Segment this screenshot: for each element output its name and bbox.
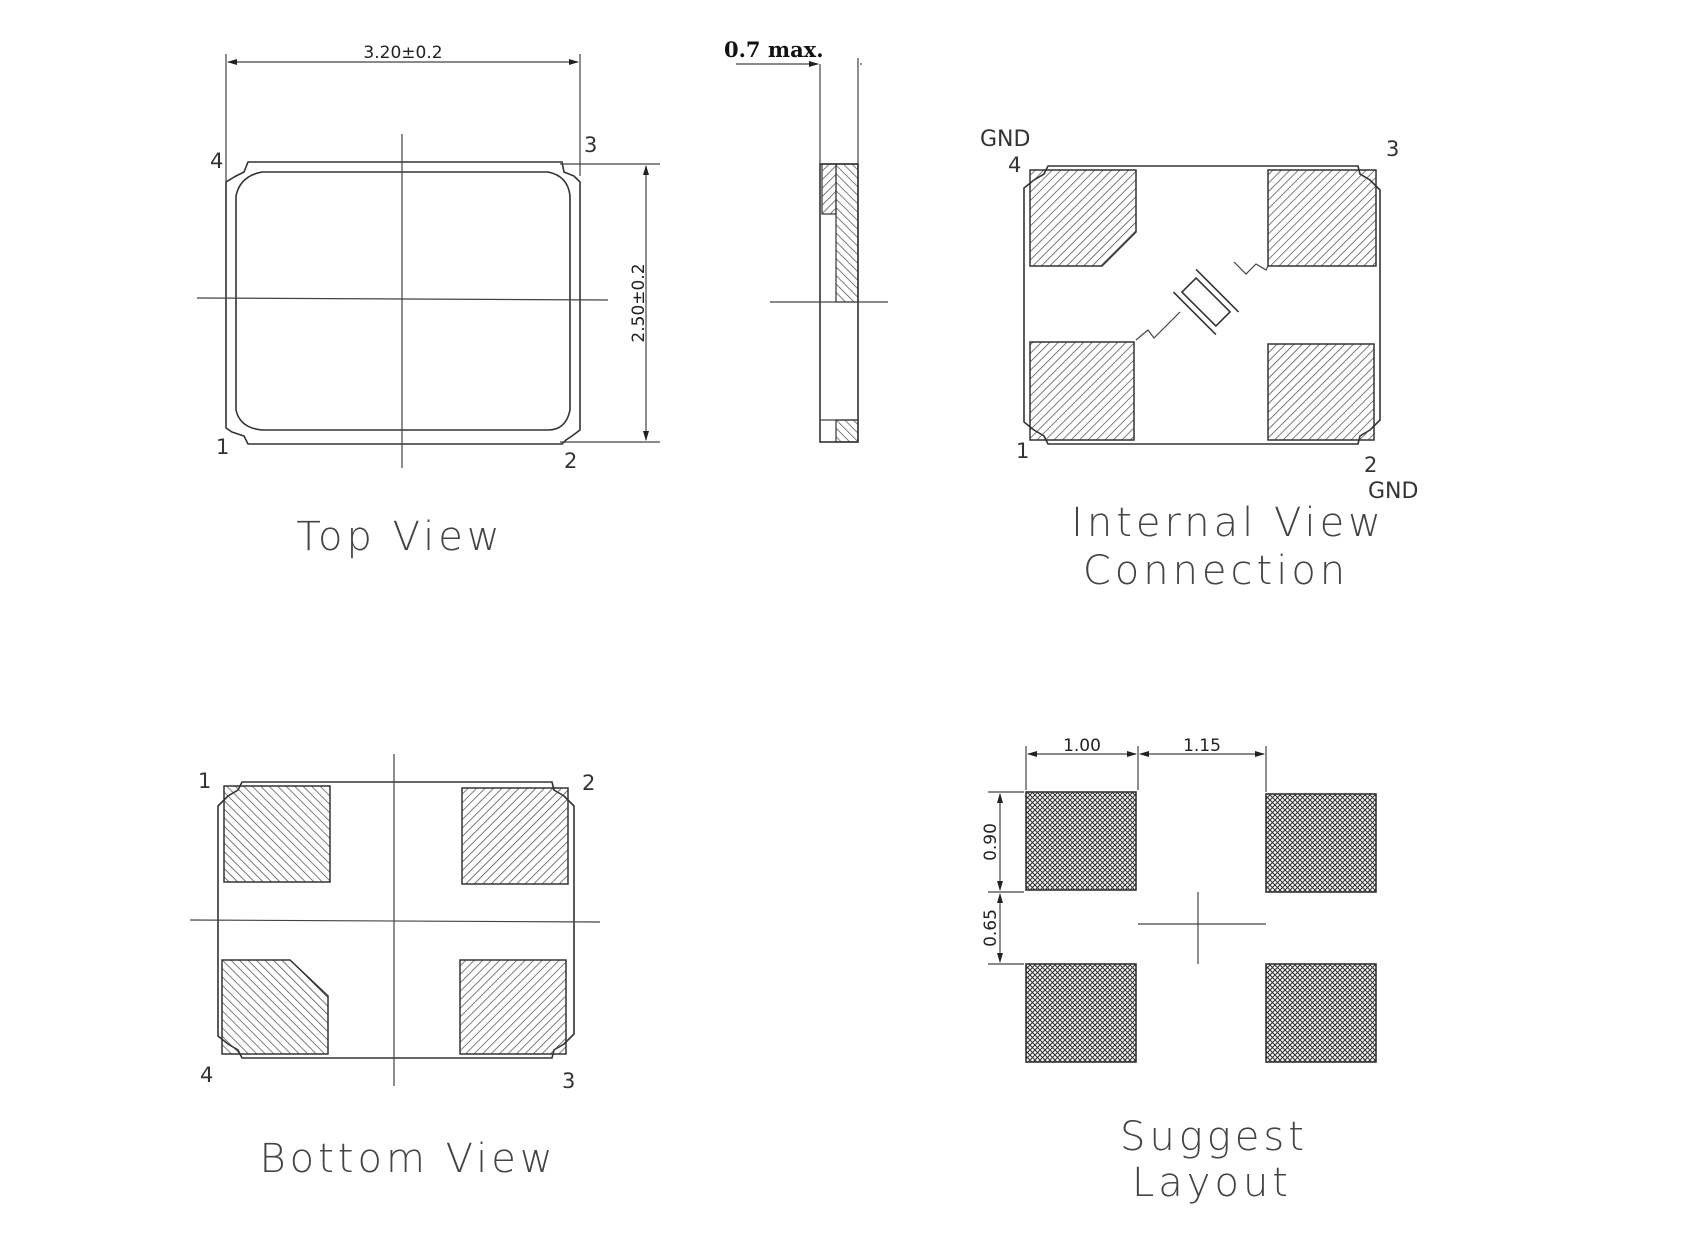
- internal-pad-4: [1029, 169, 1137, 267]
- dim-thickness-label: 0.7 max.: [724, 37, 824, 62]
- layout-caption-1: Suggest: [1120, 1114, 1308, 1160]
- bottom-pin-1: 1: [198, 769, 211, 793]
- bottom-view-caption: Bottom View: [259, 1136, 556, 1182]
- side-view: 0.7 max.: [724, 37, 888, 443]
- bottom-pin-2: 2: [582, 771, 595, 795]
- dim-height-label: 2.50±0.2: [629, 263, 649, 342]
- dim-pad-width-label: 1.00: [1063, 736, 1101, 756]
- internal-pin-4: 4: [1008, 153, 1021, 177]
- layout-pad-top-right: [1265, 793, 1377, 893]
- internal-pin-3: 3: [1386, 137, 1399, 161]
- dim-gap-x-label: 1.15: [1183, 736, 1221, 756]
- internal-pad-1: [1029, 341, 1135, 441]
- bottom-view: 1 2 4 3 Bottom View: [189, 754, 601, 1182]
- bottom-pad-1: [223, 785, 331, 883]
- layout-pad-top-left: [1025, 791, 1137, 891]
- bottom-pad-4: [221, 959, 329, 1055]
- side-view-lid-hatch: [835, 163, 859, 303]
- bottom-pin-4: 4: [200, 1063, 213, 1087]
- layout-pad-bottom-left: [1025, 963, 1137, 1063]
- top-pin-2: 2: [564, 449, 577, 473]
- top-view-inner-rim: [235, 171, 571, 431]
- internal-gnd-label-top: GND: [980, 127, 1030, 152]
- dim-gap-y-label: 0.65: [981, 909, 1001, 947]
- dim-width-label: 3.20±0.2: [363, 43, 442, 63]
- internal-pin-2: 2: [1364, 453, 1377, 477]
- top-pin-3: 3: [584, 133, 597, 157]
- bottom-view-centerline-h: [189, 919, 601, 923]
- top-pin-4: 4: [210, 149, 223, 173]
- suggested-layout: 1.00 1.15 0.90 0.65 Suggest Layout: [981, 736, 1377, 1206]
- top-view-caption: Top View: [296, 514, 503, 560]
- side-view-lid-top: [821, 163, 837, 215]
- internal-gnd-label-bottom: GND: [1368, 479, 1418, 504]
- internal-view-caption-1: Internal View: [1071, 500, 1385, 546]
- side-view-pad-hatch: [835, 419, 859, 443]
- internal-pad-2: [1267, 343, 1375, 441]
- internal-pin-1: 1: [1016, 439, 1029, 463]
- top-view-outline: [225, 161, 581, 445]
- layout-pad-bottom-right: [1265, 963, 1377, 1063]
- bottom-pad-3: [459, 959, 567, 1055]
- layout-caption-2: Layout: [1132, 1160, 1292, 1206]
- top-view: 3.20±0.2 2.50±0.2 4 3 1 2 Top View: [196, 43, 660, 560]
- dim-pad-height-label: 0.90: [981, 823, 1001, 861]
- bottom-pin-3: 3: [562, 1069, 575, 1093]
- crystal-resonator-symbol: [1135, 261, 1269, 341]
- internal-view-caption-2: Connection: [1083, 548, 1349, 594]
- top-pin-1: 1: [216, 435, 229, 459]
- bottom-pad-2: [461, 787, 569, 885]
- internal-view: GND 4 3 1 2 GND Internal View Connection: [980, 127, 1418, 594]
- internal-pad-3: [1267, 169, 1377, 267]
